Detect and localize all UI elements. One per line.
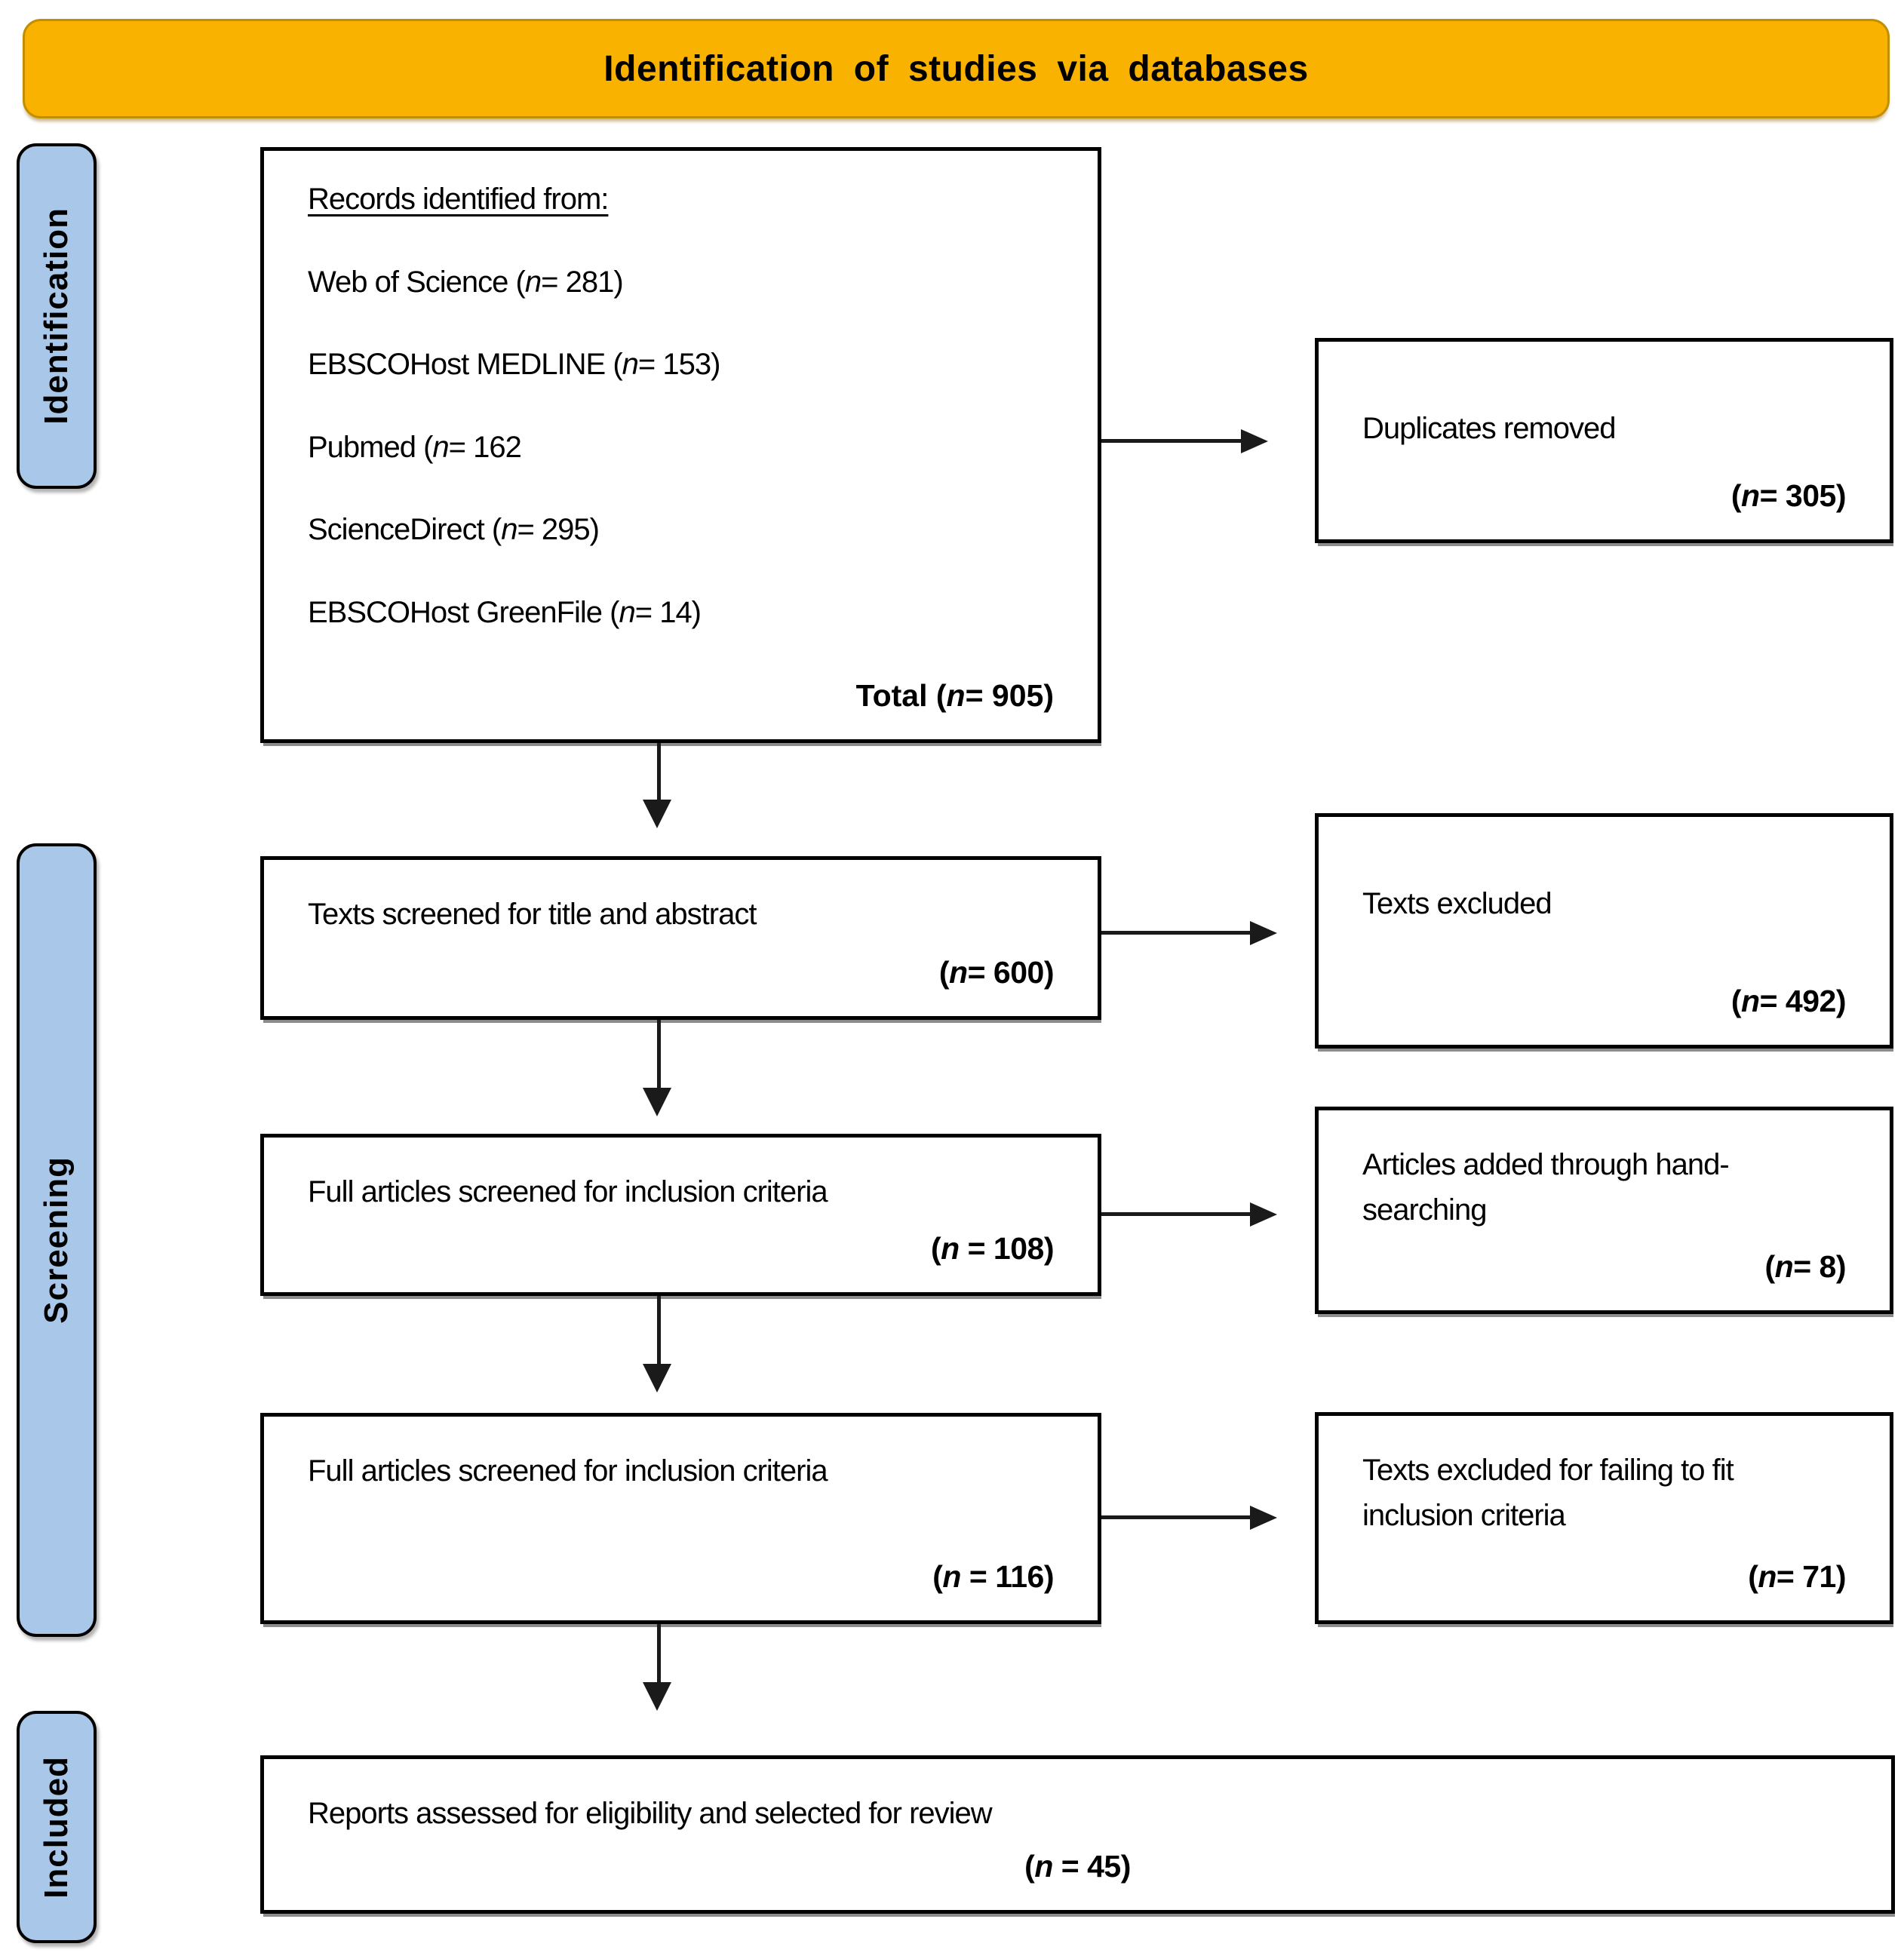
flow-arrow-records-to-screened — [657, 743, 661, 800]
hand-searching-count: (n= 8) — [1764, 1249, 1847, 1284]
stage-label-screening: Screening — [17, 843, 97, 1637]
flow-arrow-full1-to-full2 — [657, 1296, 661, 1364]
stage-label-text: Identification — [38, 207, 75, 425]
arrow-head-icon — [1241, 429, 1268, 453]
records-identified-box: Records identified from: Web of Science … — [260, 147, 1101, 743]
hand-searching-text: Articles added through hand-searching — [1362, 1148, 1730, 1227]
texts-screened-text: Texts screened for title and abstract — [308, 898, 757, 931]
stage-label-text: Included — [38, 1755, 75, 1899]
records-total: Total (n= 905) — [855, 678, 1054, 713]
stage-label-identification: Identification — [17, 143, 97, 489]
texts-excluded-criteria-count: (n= 71) — [1748, 1559, 1846, 1594]
full-articles-text: Full articles screened for inclusion cri… — [308, 1454, 828, 1488]
reports-assessed-text: Reports assessed for eligibility and sel… — [308, 1797, 993, 1830]
duplicates-removed-count: (n= 305) — [1730, 478, 1847, 513]
arrow-head-icon — [643, 1364, 671, 1392]
texts-screened-box: Texts screened for title and abstract (n… — [260, 856, 1101, 1020]
reports-assessed-count: (n = 45) — [1024, 1849, 1131, 1884]
hand-searching-box: Articles added through hand-searching (n… — [1315, 1107, 1893, 1314]
stage-label-text: Screening — [38, 1156, 75, 1324]
full-articles-screened-box-2: Full articles screened for inclusion cri… — [260, 1413, 1101, 1624]
arrow-head-icon — [1250, 1202, 1277, 1227]
diagram-title: Identification of studies via databases — [603, 48, 1309, 89]
full-articles-count: (n = 108) — [931, 1231, 1055, 1266]
title-banner: Identification of studies via databases — [23, 19, 1890, 118]
full-articles-screened-box-1: Full articles screened for inclusion cri… — [260, 1134, 1101, 1296]
texts-excluded-count: (n= 492) — [1730, 984, 1847, 1018]
source-sciencedirect: ScienceDirect (n= 295) — [308, 513, 600, 546]
arrow-head-icon — [643, 800, 671, 828]
source-ebscohost-medline: EBSCOHost MEDLINE (n= 153) — [308, 348, 720, 381]
reports-assessed-box: Reports assessed for eligibility and sel… — [260, 1755, 1895, 1914]
flow-arrow-screened-to-full1 — [657, 1020, 661, 1088]
side-arrow-full1-to-handsearch — [1101, 1212, 1250, 1216]
texts-excluded-box: Texts excluded (n= 492) — [1315, 813, 1893, 1049]
side-arrow-full2-to-excluded-criteria — [1101, 1515, 1250, 1519]
full-articles-count: (n = 116) — [932, 1559, 1054, 1594]
source-ebscohost-greenfile: EBSCOHost GreenFile (n= 14) — [308, 595, 702, 629]
duplicates-removed-text: Duplicates removed — [1362, 412, 1617, 445]
texts-excluded-text: Texts excluded — [1362, 887, 1552, 920]
arrow-head-icon — [643, 1088, 671, 1116]
stage-label-included: Included — [17, 1711, 97, 1943]
texts-excluded-criteria-text: Texts excluded for failing to fit inclus… — [1362, 1454, 1734, 1532]
full-articles-text: Full articles screened for inclusion cri… — [308, 1175, 828, 1208]
records-heading: Records identified from: — [308, 183, 609, 216]
flow-arrow-full2-to-reports — [657, 1624, 661, 1682]
arrow-head-icon — [1250, 1506, 1277, 1530]
side-arrow-screened-to-excluded — [1101, 931, 1250, 935]
duplicates-removed-box: Duplicates removed (n= 305) — [1315, 338, 1893, 543]
texts-excluded-criteria-box: Texts excluded for failing to fit inclus… — [1315, 1412, 1893, 1624]
side-arrow-records-to-duplicates — [1101, 439, 1241, 443]
arrow-head-icon — [643, 1682, 671, 1711]
texts-screened-count: (n= 600) — [938, 955, 1055, 990]
source-web-of-science: Web of Science (n= 281) — [308, 265, 624, 299]
arrow-head-icon — [1250, 921, 1277, 945]
source-pubmed: Pubmed (n= 162 — [308, 430, 522, 464]
